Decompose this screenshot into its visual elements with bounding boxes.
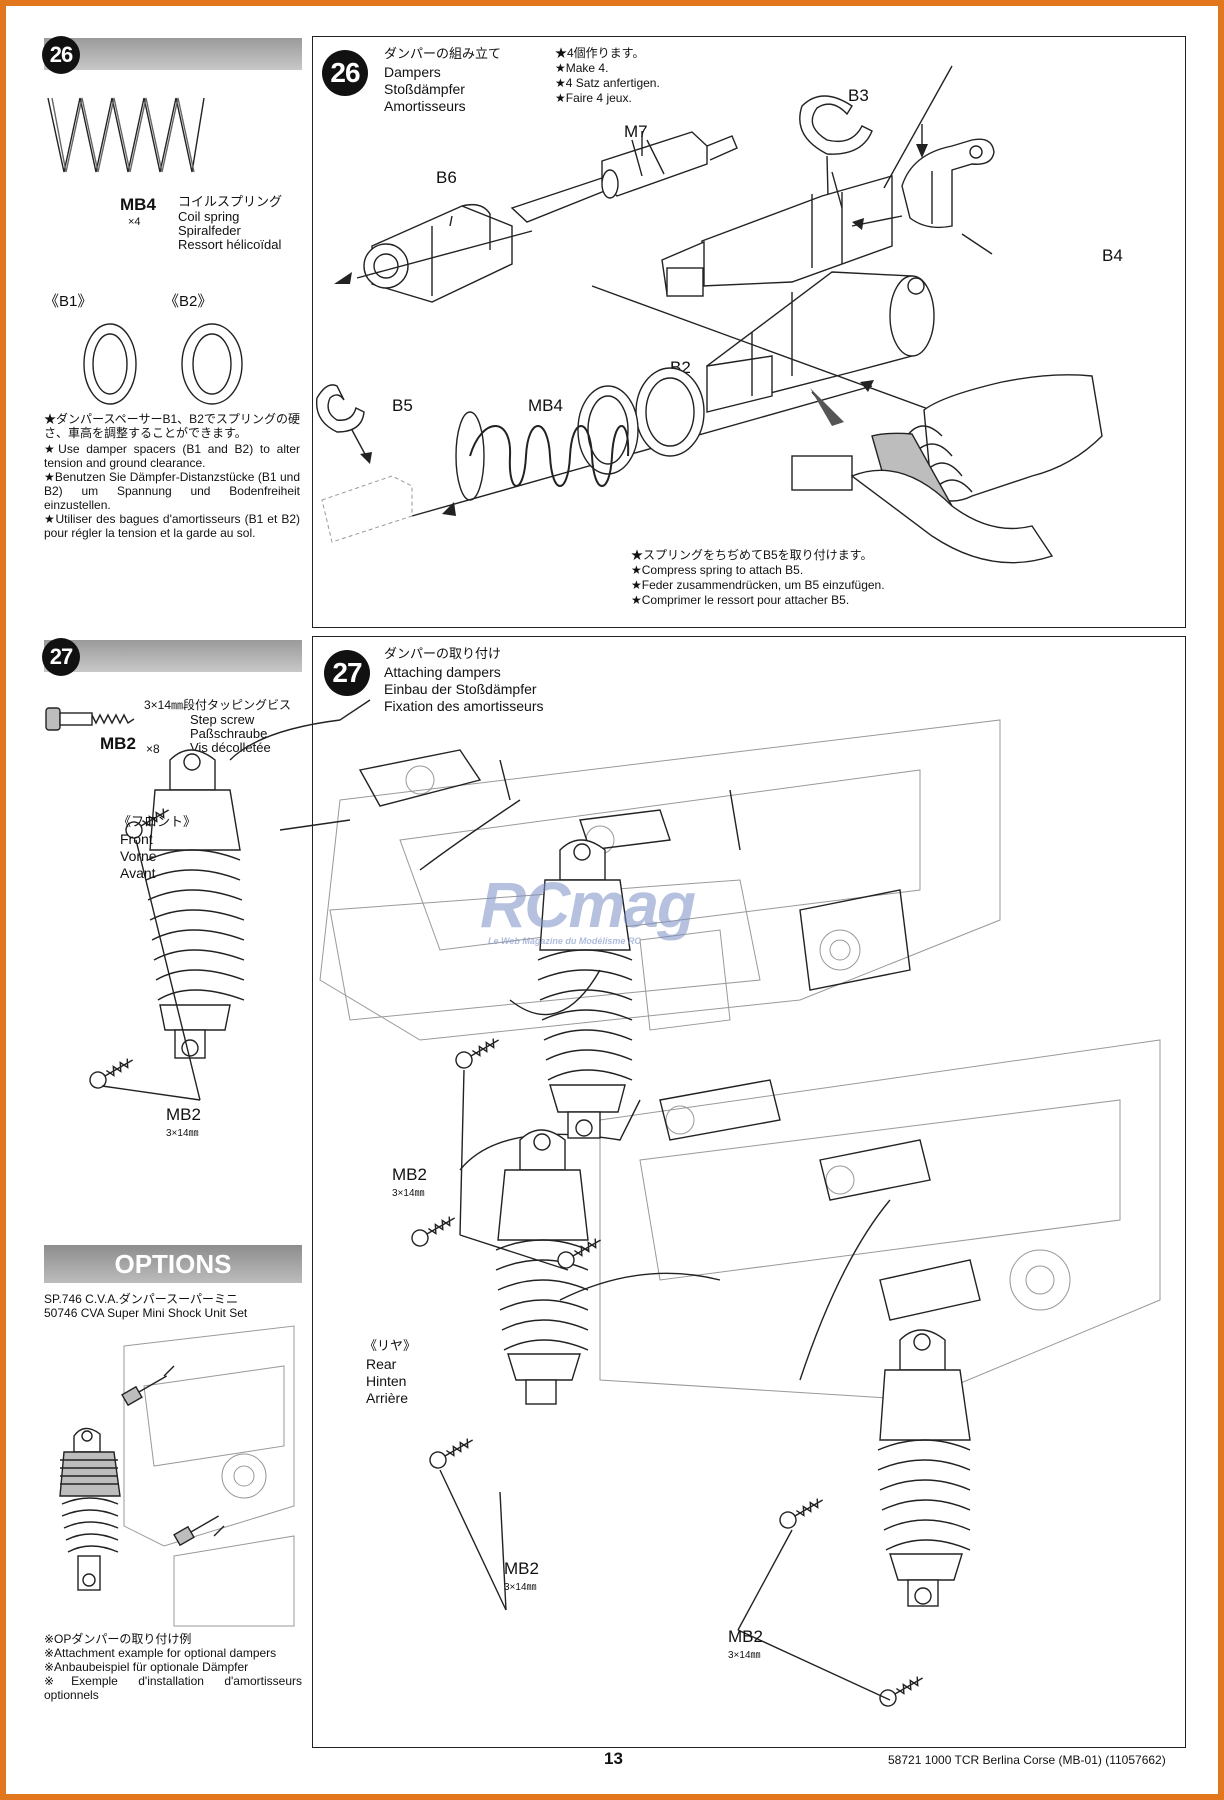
mb4-qty: ×4	[128, 216, 141, 228]
front-de: Vorne	[120, 848, 157, 864]
step27-badge: 27	[42, 638, 80, 676]
compress-fr: ★Comprimer le ressort pour attacher B5.	[631, 593, 850, 607]
optional-damper-drawing	[44, 1325, 302, 1627]
spacer-note-de: ★Benutzen Sie Dämpfer-Distanzstücke (B1 …	[44, 470, 300, 512]
step27-title-jp: ダンパーの取り付け	[384, 646, 502, 661]
mb2-label-3: MB2	[504, 1559, 539, 1578]
b1-spacer-icon	[83, 323, 137, 405]
step27-panel	[312, 636, 1186, 1748]
options-note-fr: ※Exemple d'installation d'amortisseurs o…	[44, 1674, 302, 1702]
step27-panel-badge: 27	[324, 650, 370, 696]
mb2-label-4: MB2	[728, 1627, 763, 1646]
spacer-note-en: ★Use damper spacers (B1 and B2) to alter…	[44, 442, 300, 470]
mb2-label-1: MB2	[166, 1105, 201, 1124]
b2-label: 《B2》	[164, 293, 213, 310]
compress-de: ★Feder zusammendrücken, um B5 einzufügen…	[631, 578, 885, 592]
mb4-en: Coil spring	[178, 209, 240, 224]
options-line1: SP.746 C.V.A.ダンパースーパーミニ	[44, 1292, 239, 1306]
options-note-de: ※Anbaubeispiel für optionale Dämpfer	[44, 1660, 249, 1674]
make4-en: ★Make 4.	[555, 61, 609, 75]
rcmag-watermark-sub: Le Web Magazine du Modélisme RC	[488, 936, 641, 946]
mb2-size-4: 3×14㎜	[728, 1650, 761, 1661]
chassis-damper-drawing	[89, 699, 1161, 1707]
mb4-de: Spiralfeder	[178, 223, 241, 238]
screw-en: Step screw	[190, 712, 255, 727]
mb4-jp: コイルスプリング	[178, 194, 283, 209]
rear-fr: Arrière	[366, 1390, 409, 1406]
compress-jp: ★スプリングをちぢめてB5を取り付けます。	[631, 548, 873, 562]
options-line2: 50746 CVA Super Mini Shock Unit Set	[44, 1306, 248, 1320]
step26-title-de: Stoßdämpfer	[384, 81, 465, 97]
screw-qty: ×8	[146, 742, 160, 756]
mb2-size-3: 3×14㎜	[504, 1582, 537, 1593]
rear-en: Rear	[366, 1356, 397, 1372]
spacer-note-jp: ★ダンパースペーサーB1、B2でスプリングの硬さ、車高を調整することができます。	[44, 412, 300, 440]
label-b5: B5	[392, 396, 413, 415]
b1-label: 《B1》	[44, 293, 93, 310]
make4-fr: ★Faire 4 jeux.	[555, 91, 632, 105]
mb2-size-2: 3×14㎜	[392, 1188, 425, 1199]
mb2-size-1: 3×14㎜	[166, 1128, 199, 1139]
step26-panel	[312, 36, 1186, 628]
step27-title-de: Einbau der Stoßdämpfer	[384, 681, 537, 697]
screw-jp: 3×14㎜段付タッピングビス	[144, 698, 292, 712]
rear-jp: 《リヤ》	[364, 1338, 417, 1353]
screw-fr: Vis décolletée	[190, 740, 271, 755]
make4-jp: ★4個作ります。	[555, 46, 645, 60]
step26-title-en: Dampers	[384, 64, 441, 80]
front-en: Front	[120, 831, 153, 847]
rear-de: Hinten	[366, 1373, 407, 1389]
step26-header-bar	[44, 38, 302, 70]
step27-header-bar	[44, 640, 302, 672]
step27-title-fr: Fixation des amortisseurs	[384, 698, 544, 714]
options-header: OPTIONS	[44, 1245, 302, 1283]
model-info: 58721 1000 TCR Berlina Corse (MB-01) (11…	[888, 1753, 1166, 1767]
options-note-jp: ※OPダンパーの取り付け例	[44, 1632, 192, 1646]
damper-exploded-drawing	[315, 65, 1103, 564]
spacer-note-fr: ★Utiliser des bagues d'amortisseurs (B1 …	[44, 512, 300, 540]
front-fr: Avant	[120, 865, 156, 881]
b2-spacer-icon	[181, 323, 243, 405]
page-number: 13	[604, 1749, 623, 1768]
screw-code: MB2	[100, 734, 136, 753]
step27-title-en: Attaching dampers	[384, 664, 501, 680]
step26-panel-badge: 26	[322, 50, 368, 96]
make4-de: ★4 Satz anfertigen.	[555, 76, 660, 90]
coil-spring-icon	[47, 97, 205, 173]
front-jp: 《フロント》	[118, 814, 197, 829]
mb2-label-2: MB2	[392, 1165, 427, 1184]
mb4-code: MB4	[120, 195, 156, 214]
options-note-en: ※Attachment example for optional dampers	[44, 1646, 277, 1660]
compress-en: ★Compress spring to attach B5.	[631, 563, 804, 577]
label-b6: B6	[436, 168, 457, 187]
label-mb4: MB4	[528, 396, 563, 415]
rcmag-watermark: RCmag	[480, 869, 696, 941]
label-b3: B3	[848, 86, 869, 105]
step26-title-jp: ダンパーの組み立て	[384, 46, 502, 61]
label-b4: B4	[1102, 246, 1123, 265]
step26-badge: 26	[42, 36, 80, 74]
step-screw-icon	[45, 707, 135, 731]
step26-title-fr: Amortisseurs	[384, 98, 466, 114]
mb4-fr: Ressort hélicoïdal	[178, 237, 282, 252]
screw-de: Paßschraube	[190, 726, 268, 741]
